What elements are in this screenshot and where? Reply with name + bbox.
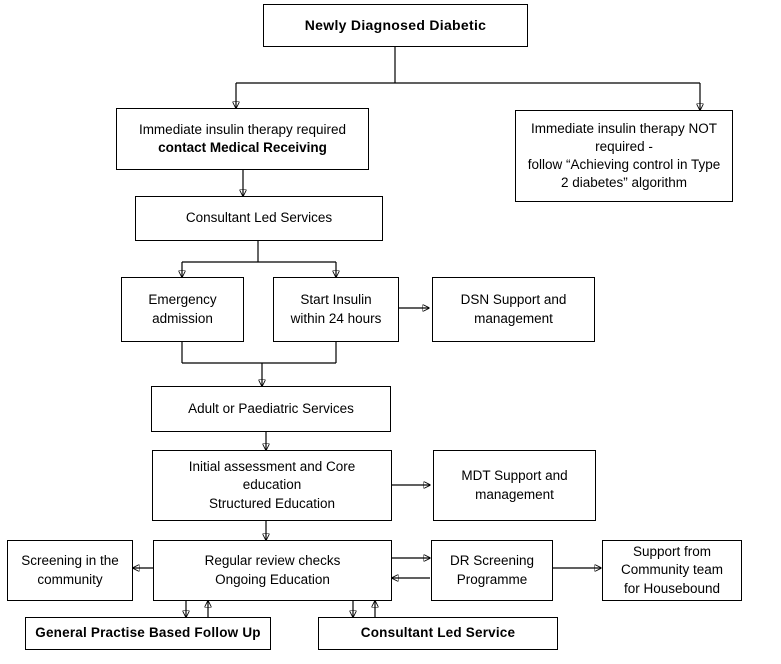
node-insulin-not-required-line2: required - (595, 138, 653, 154)
node-adult-paediatric-label: Adult or Paediatric Services (188, 400, 354, 416)
node-support-from-community-team[interactable]: Support from Community team for Housebou… (602, 540, 742, 601)
node-start-insulin[interactable]: Start Insulin within 24 hours (273, 277, 399, 342)
node-dsn-support-line2: management (474, 310, 553, 326)
node-mdt-support[interactable]: MDT Support and management (433, 450, 596, 521)
node-newly-diagnosed-label: Newly Diagnosed Diabetic (304, 17, 487, 34)
node-emergency-admission[interactable]: Emergency admission (121, 277, 244, 342)
node-mdt-support-line2: management (475, 486, 554, 502)
node-support-housebound-line3: for Housebound (623, 580, 721, 596)
node-insulin-not-required-line4: 2 diabetes” algorithm (560, 175, 688, 191)
node-consultant-led-service[interactable]: Consultant Led Service (318, 617, 558, 650)
node-dr-screening-line1: DR Screening (449, 553, 535, 569)
node-regular-review-line2: Ongoing Education (215, 571, 330, 587)
node-consultant-led-services-label: Consultant Led Services (185, 210, 333, 226)
node-support-housebound-line1: Support from (632, 544, 712, 560)
node-regular-review-checks[interactable]: Regular review checks Ongoing Education (153, 540, 392, 601)
node-adult-or-paediatric-services[interactable]: Adult or Paediatric Services (151, 386, 391, 432)
node-dr-screening-line2: Programme (456, 571, 528, 587)
node-screening-community-line2: community (37, 571, 103, 587)
node-start-insulin-line1: Start Insulin (300, 292, 372, 308)
node-insulin-not-required-line3: follow “Achieving control in Type (527, 157, 721, 172)
node-newly-diagnosed-diabetic[interactable]: Newly Diagnosed Diabetic (263, 4, 528, 47)
node-insulin-required-line2: contact Medical Receiving (158, 140, 327, 155)
node-general-practise-based-follow-up[interactable]: General Practise Based Follow Up (25, 617, 271, 650)
node-general-practise-label: General Practise Based Follow Up (35, 625, 261, 641)
node-emergency-admission-line1: Emergency (148, 292, 217, 308)
node-screening-in-the-community[interactable]: Screening in the community (7, 540, 133, 601)
node-insulin-not-required-line1: Immediate insulin therapy NOT (530, 120, 718, 136)
node-initial-assessment-line2: education (242, 477, 302, 493)
node-dsn-support[interactable]: DSN Support and management (432, 277, 595, 342)
node-support-housebound-line2: Community team (620, 562, 724, 578)
node-start-insulin-line2: within 24 hours (290, 310, 382, 326)
node-consultant-led-service-label: Consultant Led Service (360, 625, 516, 641)
node-screening-community-line1: Screening in the (21, 553, 119, 569)
node-insulin-required-line1: Immediate insulin therapy required (138, 121, 347, 137)
node-emergency-admission-line2: admission (152, 310, 213, 326)
node-initial-assessment-line3: Structured Education (208, 495, 336, 511)
node-regular-review-line1: Regular review checks (204, 553, 341, 569)
node-dsn-support-line1: DSN Support and (460, 292, 567, 308)
node-dr-screening-programme[interactable]: DR Screening Programme (431, 540, 553, 601)
node-initial-assessment-line1: Initial assessment and Core (188, 459, 356, 475)
node-insulin-therapy-not-required[interactable]: Immediate insulin therapy NOT required -… (515, 110, 733, 202)
node-mdt-support-line1: MDT Support and (461, 468, 568, 484)
node-insulin-therapy-required[interactable]: Immediate insulin therapy required conta… (116, 108, 369, 170)
node-initial-assessment[interactable]: Initial assessment and Core education St… (152, 450, 392, 521)
node-consultant-led-services[interactable]: Consultant Led Services (135, 196, 383, 241)
